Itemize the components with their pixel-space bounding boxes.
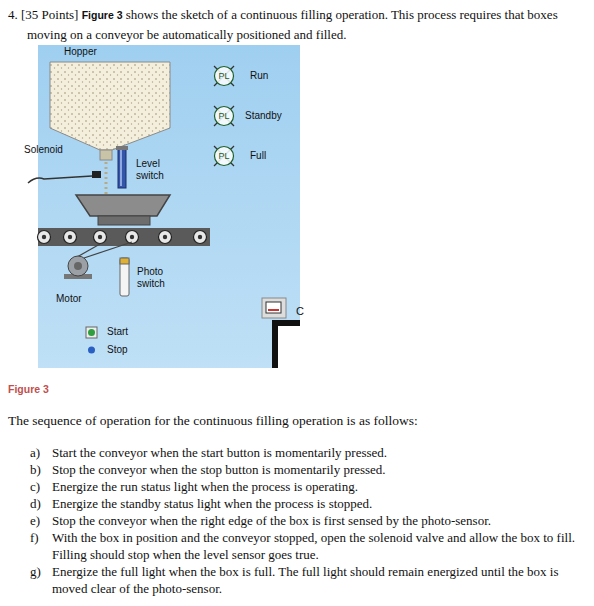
lamp-name: Run <box>250 70 268 82</box>
roller <box>126 231 139 244</box>
question-text: 4. [35 Points] Figure 3 shows the sketch… <box>8 5 594 45</box>
figure-caption: Figure 3 <box>8 383 49 395</box>
item-letter: e) <box>30 512 40 529</box>
roller <box>159 231 172 244</box>
photo-switch <box>120 258 129 296</box>
part-label: Solenoid <box>24 144 63 156</box>
sequence-intro: The sequence of operation for the contin… <box>8 412 588 430</box>
box <box>76 195 170 216</box>
hopper <box>50 62 170 150</box>
item-letter: d) <box>30 495 41 512</box>
roller <box>194 231 207 244</box>
conveyor-rollers <box>38 231 207 244</box>
pilot-light: PLRun <box>211 65 237 87</box>
part-label: Hopper <box>64 46 97 58</box>
figure-reference: Figure 3 <box>82 9 123 21</box>
pilot-light: PLFull <box>211 145 237 167</box>
part-label: Motor <box>56 293 82 305</box>
falling-material <box>105 162 108 196</box>
icon-letter: C <box>296 305 304 317</box>
hopper-spout <box>100 150 112 160</box>
roller <box>64 231 77 244</box>
roller-hub <box>130 235 134 239</box>
button-label: Stop <box>107 344 128 356</box>
part-label: Level switch <box>136 158 176 182</box>
roller-hub <box>163 235 167 239</box>
roller-hub <box>68 235 72 239</box>
roller-hub <box>42 235 46 239</box>
item-letter: g) <box>30 563 41 580</box>
motor <box>68 256 88 276</box>
list-item: c) Energize the run status light when the… <box>30 478 580 495</box>
lamp-name: Standby <box>245 110 282 122</box>
window-frame <box>272 320 300 368</box>
button-label: Start <box>107 326 128 338</box>
list-item: d) Energize the standby status light when… <box>30 495 580 512</box>
item-text: Start the conveyor when the start button… <box>52 444 580 461</box>
item-letter: a) <box>30 444 40 461</box>
solenoid-plunger <box>92 171 101 178</box>
list-item: f) With the box in position and the conve… <box>30 529 580 563</box>
list-item: g) Energize the full light when the box i… <box>30 563 580 597</box>
pilot-light: PLStandby <box>211 105 237 127</box>
part-label: Photo switch <box>137 266 177 290</box>
box-base <box>98 216 150 225</box>
roller-hub <box>198 235 202 239</box>
level-switch <box>118 148 126 188</box>
item-text: Stop the conveyor when the stop button i… <box>52 461 580 478</box>
lamp-letters: PL <box>211 110 237 122</box>
lamp-name: Full <box>250 150 266 162</box>
roller <box>94 231 107 244</box>
list-item: a) Start the conveyor when the start butt… <box>30 444 580 461</box>
start-button <box>86 327 97 338</box>
drive-belt <box>84 242 132 258</box>
item-text: Energize the standby status light when t… <box>52 495 580 512</box>
item-text: Stop the conveyor when the right edge of… <box>52 512 580 529</box>
lamp-letters: PL <box>211 150 237 162</box>
item-text: Energize the run status light when the p… <box>52 478 580 495</box>
item-letter: f) <box>30 529 39 546</box>
item-text: Energize the full light when the box is … <box>52 563 580 597</box>
list-item: e) Stop the conveyor when the right edge … <box>30 512 580 529</box>
conveyor-belt <box>38 228 210 246</box>
list-item: b) Stop the conveyor when the stop button… <box>30 461 580 478</box>
window-icon <box>262 298 286 318</box>
figure-panel <box>38 45 300 368</box>
solenoid-wire <box>28 176 92 183</box>
question-number: 4. [35 Points] <box>8 7 78 22</box>
item-letter: b) <box>30 461 41 478</box>
stop-button <box>88 347 95 354</box>
roller <box>38 231 51 244</box>
lamp-letters: PL <box>211 70 237 82</box>
item-text: With the box in position and the conveyo… <box>52 529 580 563</box>
roller-hub <box>98 235 102 239</box>
item-letter: c) <box>30 478 40 495</box>
